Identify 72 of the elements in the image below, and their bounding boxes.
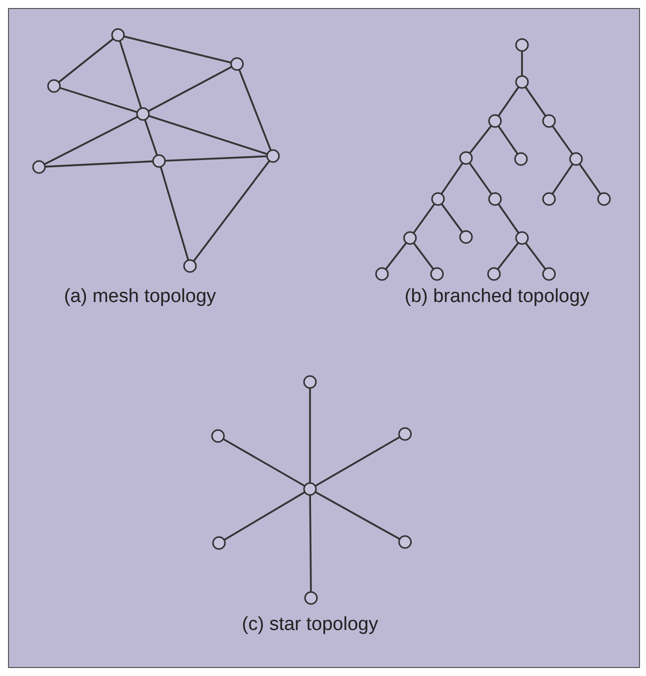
connector-line [440, 203, 464, 233]
connector-line [314, 491, 400, 540]
network-node-circle [514, 152, 528, 166]
network-node-circle [569, 152, 583, 166]
network-node-circle [375, 267, 389, 281]
connector-line [164, 155, 268, 162]
network-node-circle [136, 107, 150, 121]
network-node-circle [111, 28, 125, 42]
network-node-circle [597, 192, 611, 206]
network-node-circle [32, 160, 46, 174]
network-node-circle [459, 230, 473, 244]
network-node-circle [303, 482, 317, 496]
network-node-circle [542, 267, 556, 281]
connector-line [498, 86, 520, 117]
connector-line [412, 242, 434, 270]
connector-line [468, 162, 492, 195]
network-node-circle [266, 149, 280, 163]
connector-line [148, 114, 268, 156]
network-node-circle [230, 57, 244, 71]
network-node-circle [403, 231, 417, 245]
network-node-circle [487, 267, 501, 281]
network-node-circle [47, 79, 61, 93]
connector-line [222, 438, 306, 487]
connector-line [524, 86, 546, 117]
network-node-circle [515, 231, 529, 245]
connector-line [524, 242, 546, 270]
connector-line [118, 40, 142, 109]
network-node-circle [488, 114, 502, 128]
connector-line [124, 36, 232, 64]
connector-line [314, 436, 400, 487]
network-node-circle [459, 151, 473, 165]
network-node-circle [303, 375, 317, 389]
network-node-circle [431, 192, 445, 206]
connector-line [384, 242, 408, 270]
connector-line [224, 491, 306, 541]
connector-line [160, 166, 190, 260]
connector-line [44, 116, 138, 166]
network-node-circle [542, 192, 556, 206]
connector-line [440, 162, 464, 195]
connector-line [58, 38, 114, 83]
connector-line [412, 203, 436, 234]
caption-text: (a) mesh topology [64, 286, 216, 308]
connector-line [192, 160, 270, 262]
network-node-circle [212, 536, 226, 550]
connector-line [44, 160, 154, 168]
network-node-circle [152, 154, 166, 168]
network-node-circle [542, 114, 556, 128]
caption-text: (b) branched topology [404, 286, 590, 308]
network-node-circle [304, 591, 318, 605]
connector-line [59, 86, 138, 114]
connector-line [498, 125, 518, 155]
network-node-circle [488, 192, 502, 206]
connector-line [309, 495, 312, 592]
connector-line [309, 388, 311, 483]
connector-line [552, 163, 574, 195]
connector-line [552, 125, 574, 155]
caption-text: (c) star topology [242, 614, 378, 636]
connector-line [238, 69, 272, 151]
connector-line [521, 51, 523, 76]
network-node-circle [211, 429, 225, 443]
connector-line [496, 242, 520, 270]
network-node-circle [515, 38, 529, 52]
connector-line [578, 163, 602, 195]
connector-line [469, 125, 492, 154]
connector-line [148, 66, 232, 112]
network-node-circle [183, 259, 197, 273]
network-node-circle [515, 75, 529, 89]
connector-line [498, 203, 520, 234]
network-node-circle [398, 427, 412, 441]
connector-line [144, 119, 158, 156]
network-node-circle [398, 535, 412, 549]
network-node-circle [430, 267, 444, 281]
